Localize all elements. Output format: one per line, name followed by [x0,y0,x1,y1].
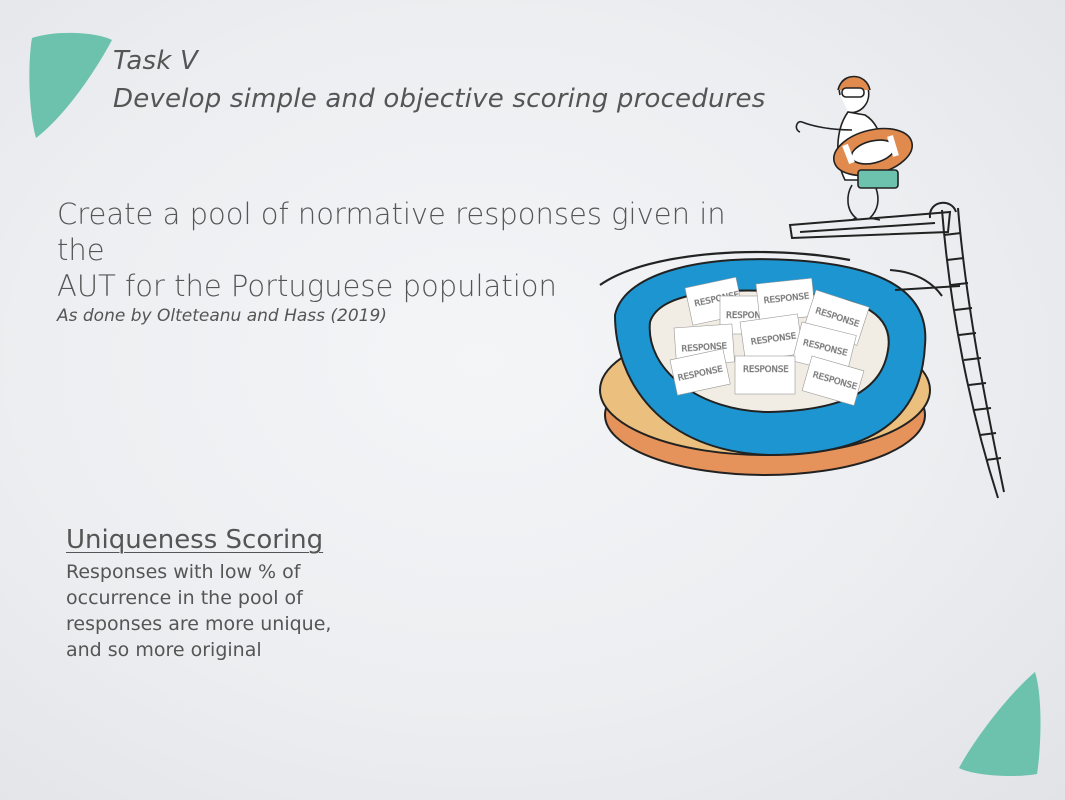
main-line-1: Create a pool of normative responses giv… [57,197,726,267]
scoring-line-3: responses are more unique, [66,613,332,635]
scoring-line-4: and so more original [66,639,262,661]
diving-board-icon [788,210,952,240]
pool-diver-illustration: RESPONSE RESPONSE RESPONSE RESPONSE RESP… [599,75,1005,499]
response-card [734,355,796,395]
citation-note: As done by Olteteanu and Hass (2019) [57,306,387,326]
card-label: RESPONSE [726,311,772,321]
main-line-2: AUT for the Portuguese population [57,269,557,303]
scoring-line-2: occurrence in the pool of [66,587,303,609]
diver-icon [795,75,913,221]
response-card [669,348,731,396]
response-cards: RESPONSE RESPONSE RESPONSE RESPONSE RESP… [669,276,870,406]
scoring-line-1: Responses with low % of [66,561,301,583]
teal-accent-shape-top [29,32,113,138]
card-label: RESPONSE [743,365,789,375]
ladder-icon [928,202,1005,499]
teal-accent-shape-bottom [959,672,1041,776]
title-line-subtitle: Develop simple and objective scoring pro… [113,84,766,114]
uniqueness-scoring-block: Uniqueness Scoring Responses with low % … [66,525,366,663]
slide-title: Task V Develop simple and objective scor… [113,42,765,118]
response-card [801,355,865,406]
title-line-task: Task V [113,46,198,76]
main-statement: Create a pool of normative responses giv… [57,196,757,326]
scoring-heading: Uniqueness Scoring [66,525,324,555]
